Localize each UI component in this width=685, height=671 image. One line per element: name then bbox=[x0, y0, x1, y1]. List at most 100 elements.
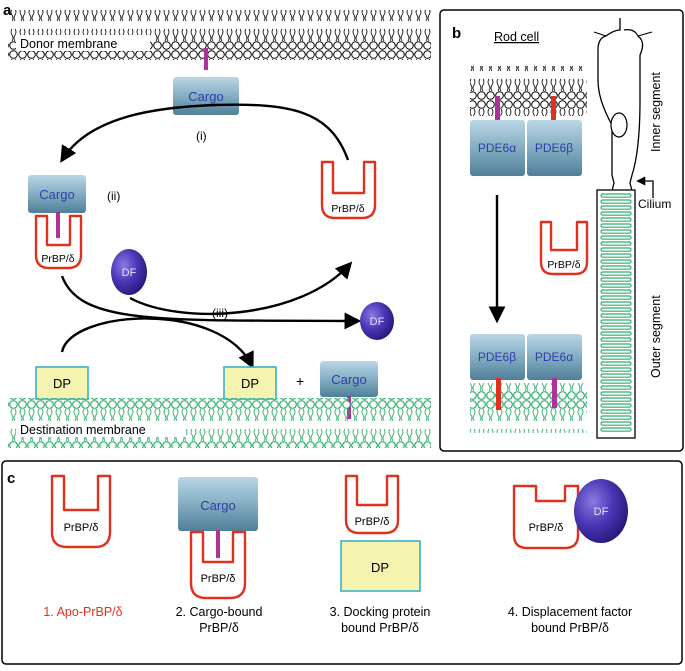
outer-segment-disc bbox=[600, 199, 632, 204]
rod-cell-apex bbox=[593, 31, 653, 37]
step-ii-label: (ii) bbox=[107, 189, 120, 203]
cargo-delivered-label: Cargo bbox=[331, 372, 366, 387]
outer-segment-disc bbox=[600, 265, 632, 270]
outer-segment-disc bbox=[600, 361, 632, 366]
outer-segment-disc bbox=[600, 367, 632, 372]
prbp-apo-c-label: PrBP/δ bbox=[64, 522, 99, 534]
prbp-dp-c bbox=[344, 474, 400, 535]
donor-membrane-label-box bbox=[16, 35, 150, 51]
anchor-pde-beta-bottom bbox=[496, 378, 501, 410]
lipid-anchor-bound bbox=[56, 212, 60, 238]
df-free-label: DF bbox=[122, 267, 137, 279]
prbp-rod-label: PrBP/δ bbox=[547, 259, 580, 271]
anchor-pde-alpha-top bbox=[495, 96, 500, 120]
caption-2-line2: PrBP/δ bbox=[199, 621, 239, 635]
outer-segment-disc bbox=[600, 313, 632, 318]
pde-beta-bottom bbox=[470, 334, 525, 380]
outer-segment-disc bbox=[600, 355, 632, 360]
donor-membrane-label: Donor membrane bbox=[20, 37, 117, 51]
outer-segment-disc bbox=[600, 307, 632, 312]
prbp-df-c bbox=[512, 484, 580, 550]
lipid-anchor bbox=[204, 48, 208, 70]
caption-4-line1: 4. Displacement factor bbox=[508, 605, 632, 619]
rod-nucleus bbox=[610, 112, 628, 138]
dp-right bbox=[223, 366, 277, 400]
outer-segment-disc bbox=[600, 343, 632, 348]
outer-segment-disc bbox=[600, 253, 632, 258]
dp-left-label: DP bbox=[53, 376, 71, 391]
outer-segment-disc bbox=[600, 289, 632, 294]
outer-segment-disc bbox=[600, 337, 632, 342]
outer-segment-disc bbox=[600, 205, 632, 210]
df-free bbox=[111, 249, 147, 295]
outer-segment-disc bbox=[600, 427, 632, 432]
outer-segment-discs bbox=[600, 193, 632, 432]
caption-4-line2: bound PrBP/δ bbox=[531, 621, 609, 635]
outer-segment-disc bbox=[600, 409, 632, 414]
rod-cell-outline bbox=[597, 18, 644, 176]
panel-c-letter: c bbox=[7, 470, 15, 487]
cargo-donor-label: Cargo bbox=[188, 89, 223, 104]
outer-segment-disc bbox=[600, 217, 632, 222]
lipid-anchor-c bbox=[216, 530, 220, 558]
cilium-label: Cilium bbox=[638, 197, 671, 211]
arrow-df-to-prbp bbox=[129, 261, 353, 316]
cargo-delivered bbox=[320, 361, 378, 397]
pde-alpha-top-label: PDE6α bbox=[478, 141, 516, 155]
prbp-apo-label: PrBP/δ bbox=[331, 203, 364, 215]
prbp-cargo-c-label: PrBP/δ bbox=[201, 573, 236, 585]
outer-segment-disc bbox=[600, 223, 632, 228]
outer-segment-disc bbox=[600, 211, 632, 216]
outer-segment-disc bbox=[600, 241, 632, 246]
outer-segment-disc bbox=[600, 283, 632, 288]
df-c-label: DF bbox=[594, 506, 609, 518]
dp-right-label: DP bbox=[241, 376, 259, 391]
outer-segment-disc bbox=[600, 373, 632, 378]
step-iii-label: (iii) bbox=[212, 306, 228, 320]
pde-beta-bottom-label: PDE6β bbox=[478, 350, 516, 364]
panel-a: a Donor membrane Cargo (i) Cargo PrBP/δ … bbox=[3, 2, 431, 448]
anchor-pde-beta-top bbox=[551, 96, 556, 120]
outer-segment-disc bbox=[600, 271, 632, 276]
plus-sign: + bbox=[296, 373, 304, 389]
dp-c bbox=[340, 540, 421, 592]
outer-segment-disc bbox=[600, 325, 632, 330]
pde-alpha-bottom-label: PDE6α bbox=[535, 350, 573, 364]
cargo-c-label: Cargo bbox=[200, 498, 235, 513]
panel-b: b Rod cell PDE6α PDE6β PrBP/δ PDE6β PDE6… bbox=[439, 9, 684, 452]
cargo-bound-label: Cargo bbox=[39, 187, 74, 202]
outer-segment-disc bbox=[600, 385, 632, 390]
pde-alpha-bottom bbox=[527, 334, 582, 380]
outer-segment-disc bbox=[600, 331, 632, 336]
caption-3-line1: 3. Docking protein bbox=[330, 605, 431, 619]
outer-segment-disc bbox=[600, 397, 632, 402]
outer-segment-disc bbox=[600, 421, 632, 426]
cilium-connector bbox=[611, 174, 633, 192]
prbp-cargo-bound-label: PrBP/δ bbox=[41, 253, 74, 265]
outer-segment-disc bbox=[600, 193, 632, 198]
outer-segment-disc bbox=[600, 259, 632, 264]
prbp-apo bbox=[320, 160, 377, 220]
outer-segment-disc bbox=[600, 415, 632, 420]
outer-segment-disc bbox=[600, 295, 632, 300]
anchor-pde-alpha-bottom bbox=[552, 378, 557, 408]
prbp-df-c-label: PrBP/δ bbox=[529, 522, 564, 534]
pde-alpha-top bbox=[470, 120, 525, 176]
outer-segment-disc bbox=[600, 379, 632, 384]
df-c bbox=[574, 479, 628, 543]
arrow-step-i bbox=[60, 103, 350, 163]
prbp-cargo-bound bbox=[34, 214, 83, 270]
panel-b-letter: b bbox=[452, 25, 461, 42]
prbp-dp-c-label: PrBP/δ bbox=[355, 516, 390, 528]
prbp-apo-c bbox=[50, 474, 112, 549]
outer-segment-disc bbox=[600, 247, 632, 252]
df-released bbox=[360, 302, 394, 340]
destination-membrane-label-box bbox=[16, 421, 186, 437]
outer-segment-disc bbox=[600, 319, 632, 324]
destination-membrane-label: Destination membrane bbox=[20, 423, 146, 437]
rod-cell-title: Rod cell bbox=[494, 30, 539, 44]
arrow-dp-binding bbox=[60, 317, 254, 370]
df-released-label: DF bbox=[370, 316, 385, 328]
dp-c-label: DP bbox=[371, 560, 389, 575]
